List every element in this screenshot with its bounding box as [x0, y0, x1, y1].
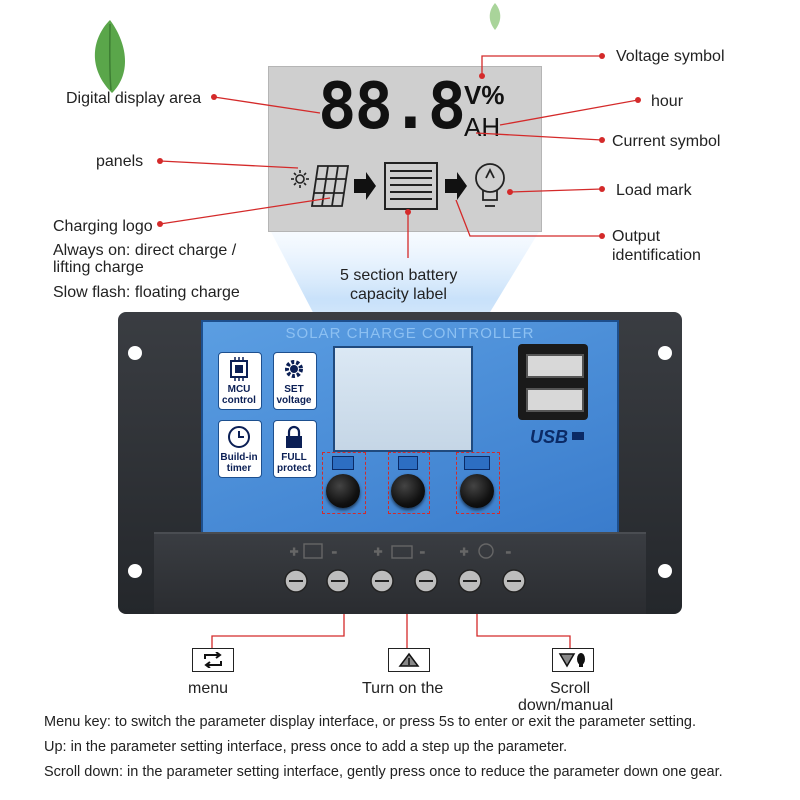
- leaf-decoration: [489, 3, 501, 30]
- down-button[interactable]: [460, 474, 494, 508]
- down-key-highlight: [456, 452, 500, 514]
- svg-text:+: +: [374, 543, 382, 559]
- usb-port[interactable]: [526, 354, 584, 378]
- label-digital-display-area: Digital display area: [66, 90, 202, 107]
- label-always-on-line2: lifting charge: [53, 259, 144, 276]
- badge-build-in-timer: [218, 420, 262, 478]
- label-charging-logo: Charging logo: [53, 218, 153, 235]
- label-slow-flash: Slow flash: floating charge: [53, 284, 240, 301]
- badge-protect-line1: FULL: [281, 452, 307, 463]
- menu-key-highlight: [322, 452, 366, 514]
- description-up: Up: in the parameter setting interface, …: [44, 739, 568, 755]
- mounting-hole: [128, 564, 142, 578]
- terminal-markings: + - + - + -: [289, 542, 511, 559]
- down-key-legend: [552, 648, 594, 672]
- mounting-hole: [658, 346, 672, 360]
- usb-battery-icon: [572, 432, 584, 440]
- up-key-legend: [388, 648, 430, 672]
- mounting-hole: [128, 346, 142, 360]
- svg-text:-: -: [332, 543, 337, 559]
- down-key-label-line2: down/manual: [518, 697, 614, 714]
- badge-mcu-line2: control: [222, 395, 256, 406]
- lcd-digits: 88.8: [318, 70, 466, 144]
- svg-text:+: +: [290, 543, 298, 559]
- label-hour: hour: [651, 93, 684, 110]
- badge-protect-line2: protect: [277, 463, 311, 474]
- label-load-mark: Load mark: [616, 182, 692, 199]
- down-key-label-line1: Scroll: [550, 680, 591, 697]
- mounting-hole: [658, 564, 672, 578]
- svg-text:+: +: [460, 543, 468, 559]
- badge-full-protect: [273, 420, 317, 478]
- up-key-icon: [398, 456, 418, 470]
- lcd-unit-top: V%: [464, 80, 505, 110]
- label-battery-line1: 5 section battery: [340, 267, 458, 284]
- menu-button[interactable]: [326, 474, 360, 508]
- controller-title: SOLAR CHARGE CONTROLLER: [285, 325, 535, 342]
- badge-timer-line2: timer: [226, 463, 252, 474]
- badge-set-line2: voltage: [276, 395, 312, 406]
- usb-port[interactable]: [526, 388, 584, 412]
- gear-icon: [285, 360, 303, 378]
- up-key-label: Turn on the: [362, 680, 444, 697]
- lock-icon: [286, 425, 302, 448]
- up-key-highlight: [388, 452, 430, 514]
- battery-icon: [384, 162, 438, 210]
- sun-icon: [291, 170, 309, 188]
- arrow-right-icon: [445, 172, 467, 200]
- arrow-right-icon: [354, 172, 376, 200]
- lcd-panel: [268, 66, 542, 232]
- menu-key-legend: [192, 648, 234, 672]
- svg-text:-: -: [506, 543, 511, 559]
- clock-icon: [228, 426, 250, 448]
- label-always-on-line1: Always on: direct charge /: [53, 242, 237, 259]
- label-battery-line2: capacity label: [350, 286, 447, 303]
- badge-set-line1: SET: [284, 384, 304, 395]
- up-triangle-icon: [398, 652, 420, 667]
- label-panels: panels: [96, 153, 144, 170]
- badge-mcu-line1: MCU: [227, 384, 251, 395]
- device-lcd-window: [333, 346, 473, 452]
- description-menu: Menu key: to switch the parameter displa…: [44, 714, 697, 730]
- badge-set-voltage: [273, 352, 317, 410]
- bulb-icon: [475, 163, 505, 207]
- terminal-screw-row: [284, 569, 526, 593]
- label-output-line1: Output: [612, 228, 661, 245]
- description-down: Scroll down: in the parameter setting in…: [44, 764, 723, 780]
- cycle-arrows-icon: [204, 652, 222, 668]
- up-button[interactable]: [391, 474, 425, 508]
- label-output-line2: identification: [612, 247, 701, 264]
- usb-label: USB: [530, 427, 569, 447]
- leaf-decoration: [94, 20, 125, 93]
- badge-timer-line1: Build-in: [220, 452, 258, 463]
- chip-icon: [230, 357, 248, 381]
- svg-text:-: -: [420, 543, 425, 559]
- menu-key-label: menu: [188, 680, 229, 697]
- down-triangle-bulb-icon: [558, 653, 585, 668]
- label-current-symbol: Current symbol: [612, 133, 721, 150]
- down-key-icon: [464, 456, 490, 470]
- menu-key-icon: [332, 456, 354, 470]
- label-voltage-symbol: Voltage symbol: [616, 48, 725, 65]
- lcd-unit-bottom: AH: [464, 112, 501, 142]
